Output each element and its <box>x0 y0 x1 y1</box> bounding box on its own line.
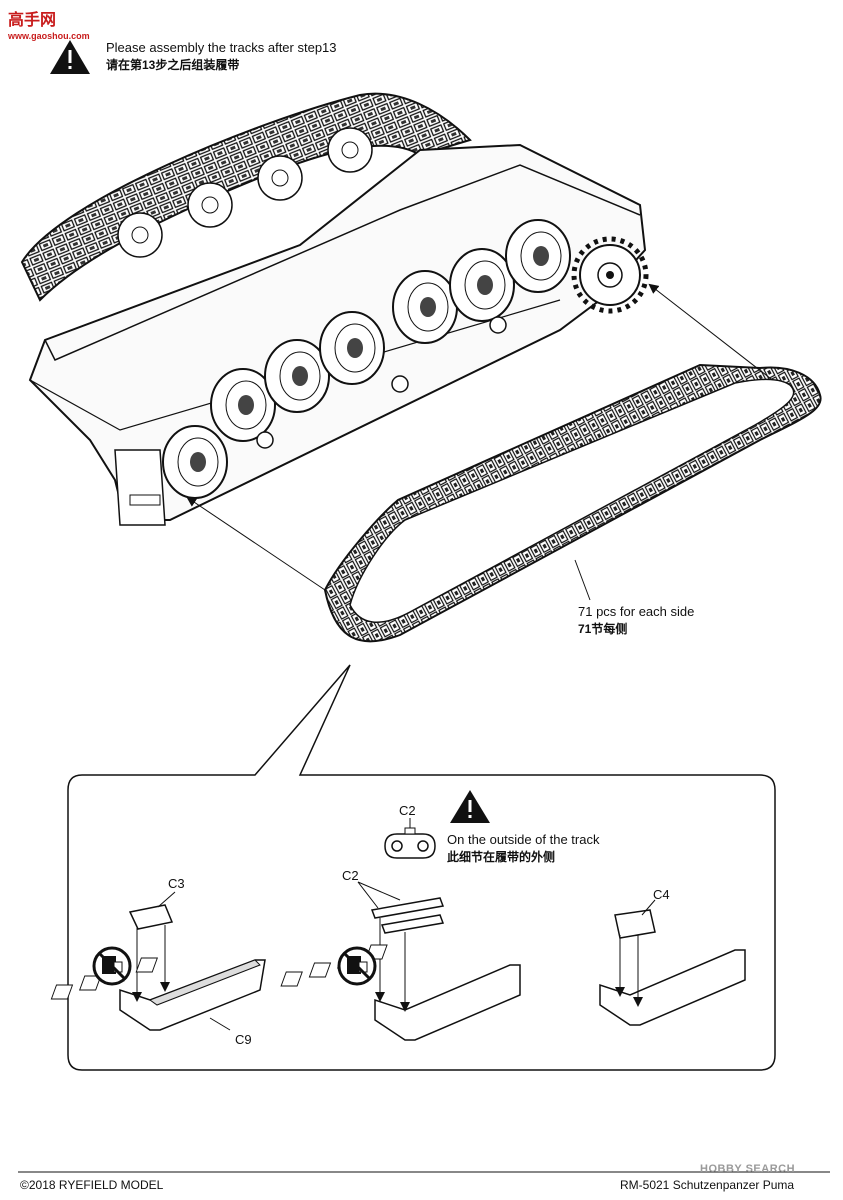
road-wheel <box>264 339 330 413</box>
track-count-label-en: 71 pcs for each side <box>578 604 695 619</box>
part-label-c2: C2 <box>342 868 359 883</box>
drive-sprocket <box>571 236 649 314</box>
outside-note-cn: 此细节在履带的外侧 <box>447 850 556 864</box>
part-label-c4: C4 <box>653 887 670 902</box>
warning-icon <box>450 790 490 823</box>
outside-note-en: On the outside of the track <box>447 832 600 847</box>
far-side-track <box>20 92 472 302</box>
hobby-search-watermark: HOBBY SEARCH <box>700 1163 796 1175</box>
road-wheel <box>449 248 515 322</box>
road-wheels <box>162 219 571 499</box>
track-warning-text-en: Please assembly the tracks after step13 <box>106 40 337 55</box>
track-count-label-cn: 71节每侧 <box>578 622 628 636</box>
product-code-text: RM-5021 Schutzenpanzer Puma <box>620 1178 795 1192</box>
no-glue-icon <box>92 946 132 986</box>
part-label-c3: C3 <box>168 876 185 891</box>
copyright-text: ©2018 RYEFIELD MODEL <box>20 1178 164 1192</box>
track-warning-text-cn: 请在第13步之后组装履带 <box>106 58 240 72</box>
road-wheel <box>392 270 458 344</box>
site-logo-text: 高手网 <box>8 12 57 29</box>
part-label-c2-detail: C2 <box>399 803 416 818</box>
site-url-text: www.gaoshou.com <box>8 31 90 41</box>
assembly-step-left <box>119 891 266 1031</box>
road-wheel <box>210 368 276 442</box>
site-logo-watermark: 高手网 www.gaoshou.com <box>8 6 90 42</box>
part-label-c9: C9 <box>235 1032 252 1047</box>
warning-icon <box>50 40 90 74</box>
track-link-c2-diagram <box>384 818 436 859</box>
road-wheel <box>505 219 571 293</box>
road-wheel <box>319 311 385 385</box>
no-glue-icon <box>337 946 377 986</box>
track-loop <box>323 363 822 643</box>
assembly-step-right <box>280 899 746 1026</box>
road-wheel <box>162 425 228 499</box>
